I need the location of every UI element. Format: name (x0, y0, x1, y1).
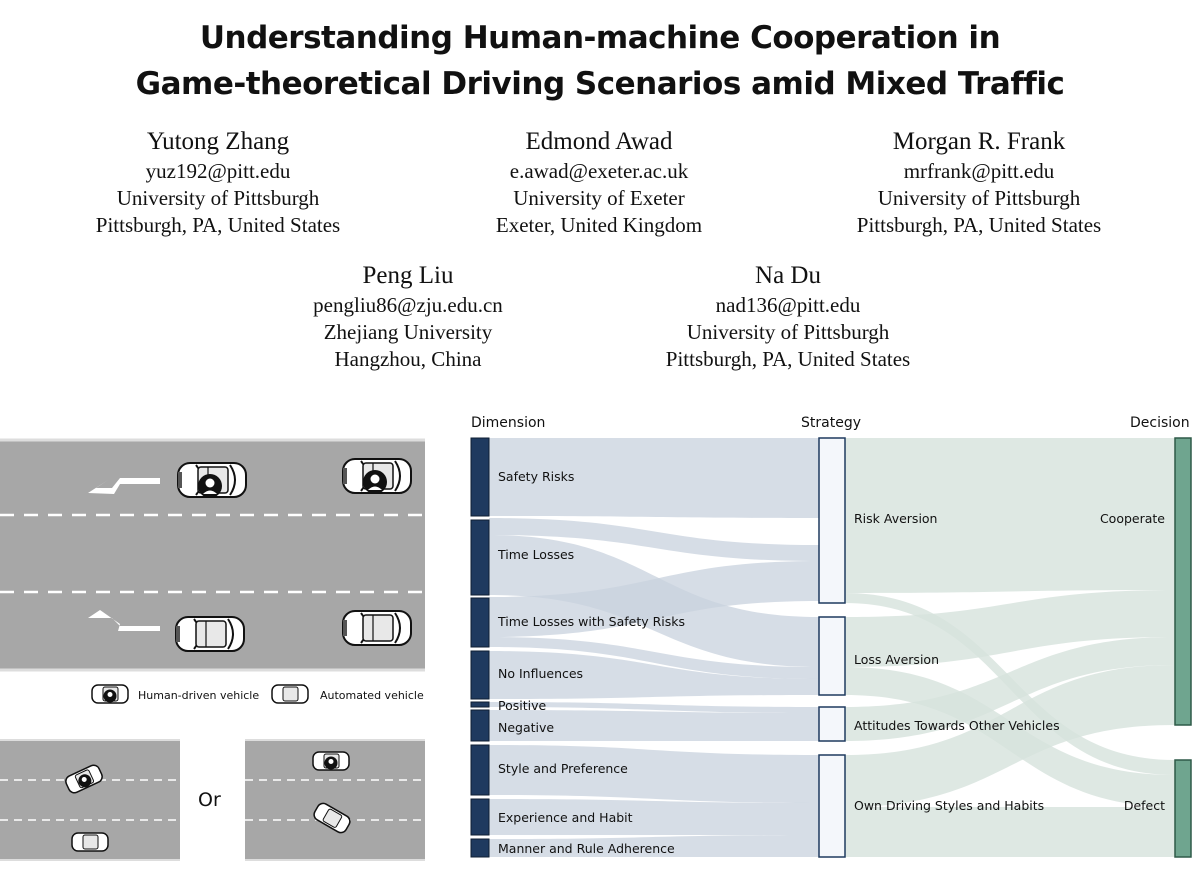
sankey-header-decision: Decision (1130, 415, 1190, 431)
sankey-diagram: Dimension Strategy Decision (470, 415, 1192, 858)
node-style-and-preference (470, 744, 490, 796)
dimension-nodes (470, 437, 490, 858)
node-positive (470, 701, 490, 708)
human-driven-vehicle-icon (312, 751, 350, 771)
flow-loss-cooperate (845, 590, 1175, 667)
author-block: Peng Liu pengliu86@zju.edu.cn Zhejiang U… (218, 260, 598, 373)
flow-safety-risk (489, 438, 819, 518)
flow-negative-attitudes (489, 710, 819, 741)
dimension-label: Experience and Habit (498, 810, 633, 825)
dimension-label: Time Losses (497, 547, 574, 562)
dimension-label: Time Losses with Safety Risks (497, 614, 685, 629)
dimension-label: Positive (498, 698, 546, 713)
automated-vehicle-icon (342, 610, 412, 646)
automated-vehicle-icon (71, 832, 109, 852)
human-driven-vehicle-icon (177, 462, 247, 498)
dimension-label: Safety Risks (498, 469, 574, 484)
flow-noinfluence-loss (489, 651, 819, 699)
dimension-label: Style and Preference (498, 761, 628, 776)
legend-automated-label: Automated vehicle (320, 689, 424, 702)
author-email[interactable]: pengliu86@zju.edu.cn (313, 293, 503, 317)
flow-own-defect (845, 807, 1175, 857)
legend-human-label: Human-driven vehicle (138, 689, 259, 702)
node-defect (1174, 759, 1192, 858)
node-safety-risks (470, 437, 490, 517)
author-block: Edmond Awad e.awad@exeter.ac.uk Universi… (409, 126, 789, 239)
flow-tlsr-loss (489, 637, 819, 679)
flow-tlsr-risk (489, 561, 819, 637)
dimension-label: No Influences (498, 666, 583, 681)
author-email[interactable]: e.awad@exeter.ac.uk (509, 159, 689, 183)
node-own-driving-styles-and-habits (818, 754, 846, 858)
flow-experience-own (489, 799, 819, 835)
strategy-label: Attitudes Towards Other Vehicles (854, 718, 1060, 733)
author-location: Pittsburgh, PA, United States (856, 213, 1102, 237)
node-manner-and-rule-adherence (470, 838, 490, 858)
node-loss-aversion (818, 616, 846, 696)
node-cooperate (1174, 437, 1192, 726)
node-no-influences (470, 650, 490, 700)
author-location: Exeter, United Kingdom (495, 213, 703, 237)
paper-title-line-2: Game-theoretical Driving Scenarios amid … (135, 66, 1065, 102)
strategy-label: Risk Aversion (854, 511, 937, 526)
sankey-flows-left (489, 438, 819, 857)
node-risk-aversion (818, 437, 846, 604)
road-scenario-figure: Human-driven vehicle Automated vehicle O… (0, 438, 425, 861)
author-location: Pittsburgh, PA, United States (665, 347, 911, 371)
sankey-header-dimension: Dimension (471, 415, 545, 431)
sankey-header-strategy: Strategy (801, 415, 861, 431)
flow-positive-attitudes (489, 702, 819, 713)
human-driven-vehicle-icon (342, 458, 412, 494)
or-label: Or (198, 789, 221, 811)
node-experience-and-habit (470, 798, 490, 836)
sankey-flows-right (845, 438, 1175, 857)
legend-automated-icon (271, 684, 309, 704)
flow-attitudes-cooperate (845, 637, 1175, 741)
author-block: Na Du nad136@pitt.edu University of Pitt… (598, 260, 978, 373)
strategy-nodes (818, 437, 846, 858)
author-block: Yutong Zhang yuz192@pitt.edu University … (28, 126, 408, 239)
author-name: Edmond Awad (525, 128, 673, 155)
author-email[interactable]: yuz192@pitt.edu (145, 159, 291, 183)
author-block: Morgan R. Frank mrfrank@pitt.edu Univers… (789, 126, 1169, 239)
strategy-label: Own Driving Styles and Habits (854, 798, 1044, 813)
flow-own-cooperate (845, 665, 1175, 807)
paper-title-line-1: Understanding Human-machine Cooperation … (199, 20, 1001, 56)
author-name: Yutong Zhang (146, 128, 290, 155)
decision-label: Defect (1124, 798, 1165, 813)
flow-style-own (489, 745, 819, 803)
dimension-label: Manner and Rule Adherence (498, 841, 675, 856)
left-turn-arrow-icon (88, 610, 160, 631)
node-negative (470, 709, 490, 742)
author-location: Pittsburgh, PA, United States (95, 213, 341, 237)
decision-label: Cooperate (1100, 511, 1165, 526)
flow-manner-own (489, 835, 819, 857)
left-turn-arrow-icon (88, 478, 160, 494)
author-name: Morgan R. Frank (892, 128, 1066, 155)
author-name: Peng Liu (362, 262, 454, 289)
strategy-label: Loss Aversion (854, 652, 939, 667)
author-affiliation: University of Pittsburgh (877, 186, 1081, 210)
node-time-losses (470, 519, 490, 596)
automated-vehicle-icon (175, 616, 245, 652)
dimension-label: Negative (498, 720, 554, 735)
author-email[interactable]: mrfrank@pitt.edu (903, 159, 1055, 183)
author-affiliation: Zhejiang University (323, 320, 493, 344)
legend-human-icon (91, 684, 129, 704)
node-time-losses-with-safety-risks (470, 597, 490, 648)
flow-timelosses-risk (489, 518, 819, 561)
author-name: Na Du (755, 262, 821, 289)
author-email[interactable]: nad136@pitt.edu (715, 293, 861, 317)
author-affiliation: University of Exeter (513, 186, 685, 210)
flow-risk-cooperate (845, 438, 1175, 593)
author-location: Hangzhou, China (334, 347, 482, 371)
author-affiliation: University of Pittsburgh (116, 186, 320, 210)
author-affiliation: University of Pittsburgh (686, 320, 890, 344)
node-attitudes-towards-other-vehicles (818, 706, 846, 742)
decision-nodes (1174, 437, 1192, 858)
